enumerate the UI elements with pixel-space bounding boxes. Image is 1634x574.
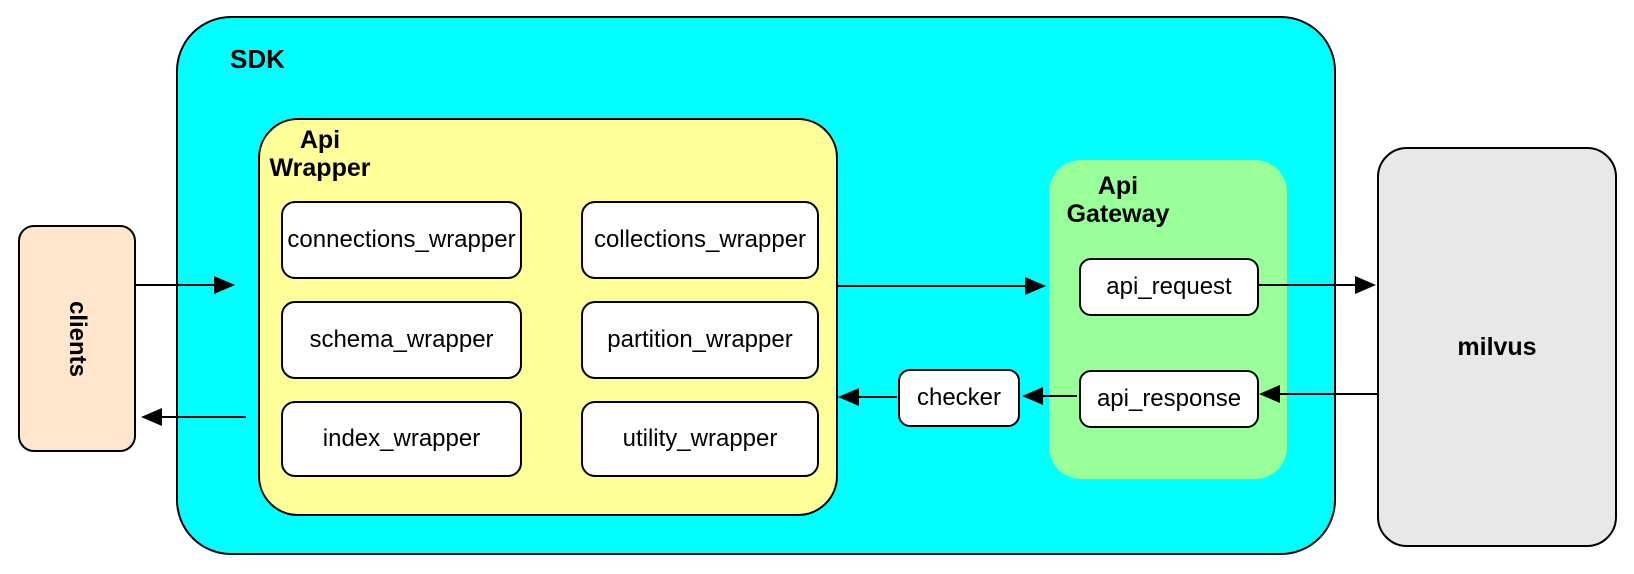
arrow-head bbox=[1355, 276, 1376, 294]
container-api-gateway: Api Gateway api_request api_response bbox=[1049, 160, 1287, 479]
api-wrapper-label: Api Wrapper bbox=[264, 126, 376, 182]
node-schema-wrapper: schema_wrapper bbox=[281, 301, 522, 379]
arrow-milvus-to-response bbox=[1259, 385, 1377, 403]
api-response-label: api_response bbox=[1096, 385, 1242, 412]
node-collections-wrapper: collections_wrapper bbox=[581, 201, 819, 279]
schema-wrapper-label: schema_wrapper bbox=[309, 326, 494, 353]
node-clients: clients bbox=[18, 225, 136, 452]
utility-wrapper-label: utility_wrapper bbox=[622, 425, 778, 452]
node-api-request: api_request bbox=[1079, 258, 1259, 316]
checker-label: checker bbox=[916, 384, 1002, 411]
api-gateway-label: Api Gateway bbox=[1058, 172, 1178, 228]
container-api-wrapper: Api Wrapper connections_wrapper collecti… bbox=[258, 118, 838, 516]
node-api-response: api_response bbox=[1079, 370, 1259, 428]
milvus-label: milvus bbox=[1457, 332, 1537, 361]
clients-label: clients bbox=[64, 300, 91, 377]
api-gateway-label-line2: Gateway bbox=[1066, 200, 1170, 228]
sdk-label: SDK bbox=[230, 44, 285, 74]
api-request-label: api_request bbox=[1106, 273, 1232, 300]
node-checker: checker bbox=[898, 369, 1020, 427]
arrow-head bbox=[214, 276, 235, 294]
arrow-head bbox=[1025, 277, 1046, 295]
arrow-head bbox=[838, 388, 859, 406]
node-connections-wrapper: connections_wrapper bbox=[281, 201, 522, 279]
arrow-response-to-checker bbox=[1022, 387, 1077, 405]
arrow-head bbox=[1022, 387, 1043, 405]
partition-wrapper-label: partition_wrapper bbox=[607, 326, 793, 353]
arrow-request-to-milvus bbox=[1257, 276, 1376, 294]
arrow-clients-to-sdk bbox=[136, 276, 235, 294]
node-utility-wrapper: utility_wrapper bbox=[581, 401, 819, 477]
node-partition-wrapper: partition_wrapper bbox=[581, 301, 819, 379]
connections-wrapper-label: connections_wrapper bbox=[287, 226, 516, 253]
api-wrapper-label-line1: Api bbox=[299, 126, 341, 154]
arrow-wrapper-to-clients bbox=[141, 408, 246, 426]
arrow-checker-to-wrapper bbox=[838, 388, 897, 406]
node-milvus: milvus bbox=[1377, 147, 1617, 547]
arrow-wrapper-to-gateway bbox=[836, 277, 1046, 295]
api-wrapper-label-line2: Wrapper bbox=[269, 154, 371, 182]
collections-wrapper-label: collections_wrapper bbox=[593, 226, 807, 253]
api-gateway-label-line1: Api bbox=[1097, 172, 1139, 200]
node-index-wrapper: index_wrapper bbox=[281, 401, 522, 477]
container-sdk: SDK Api Wrapper connections_wrapper coll… bbox=[176, 16, 1336, 555]
arrow-head bbox=[141, 408, 162, 426]
index-wrapper-label: index_wrapper bbox=[322, 425, 481, 452]
arrow-head bbox=[1259, 385, 1280, 403]
